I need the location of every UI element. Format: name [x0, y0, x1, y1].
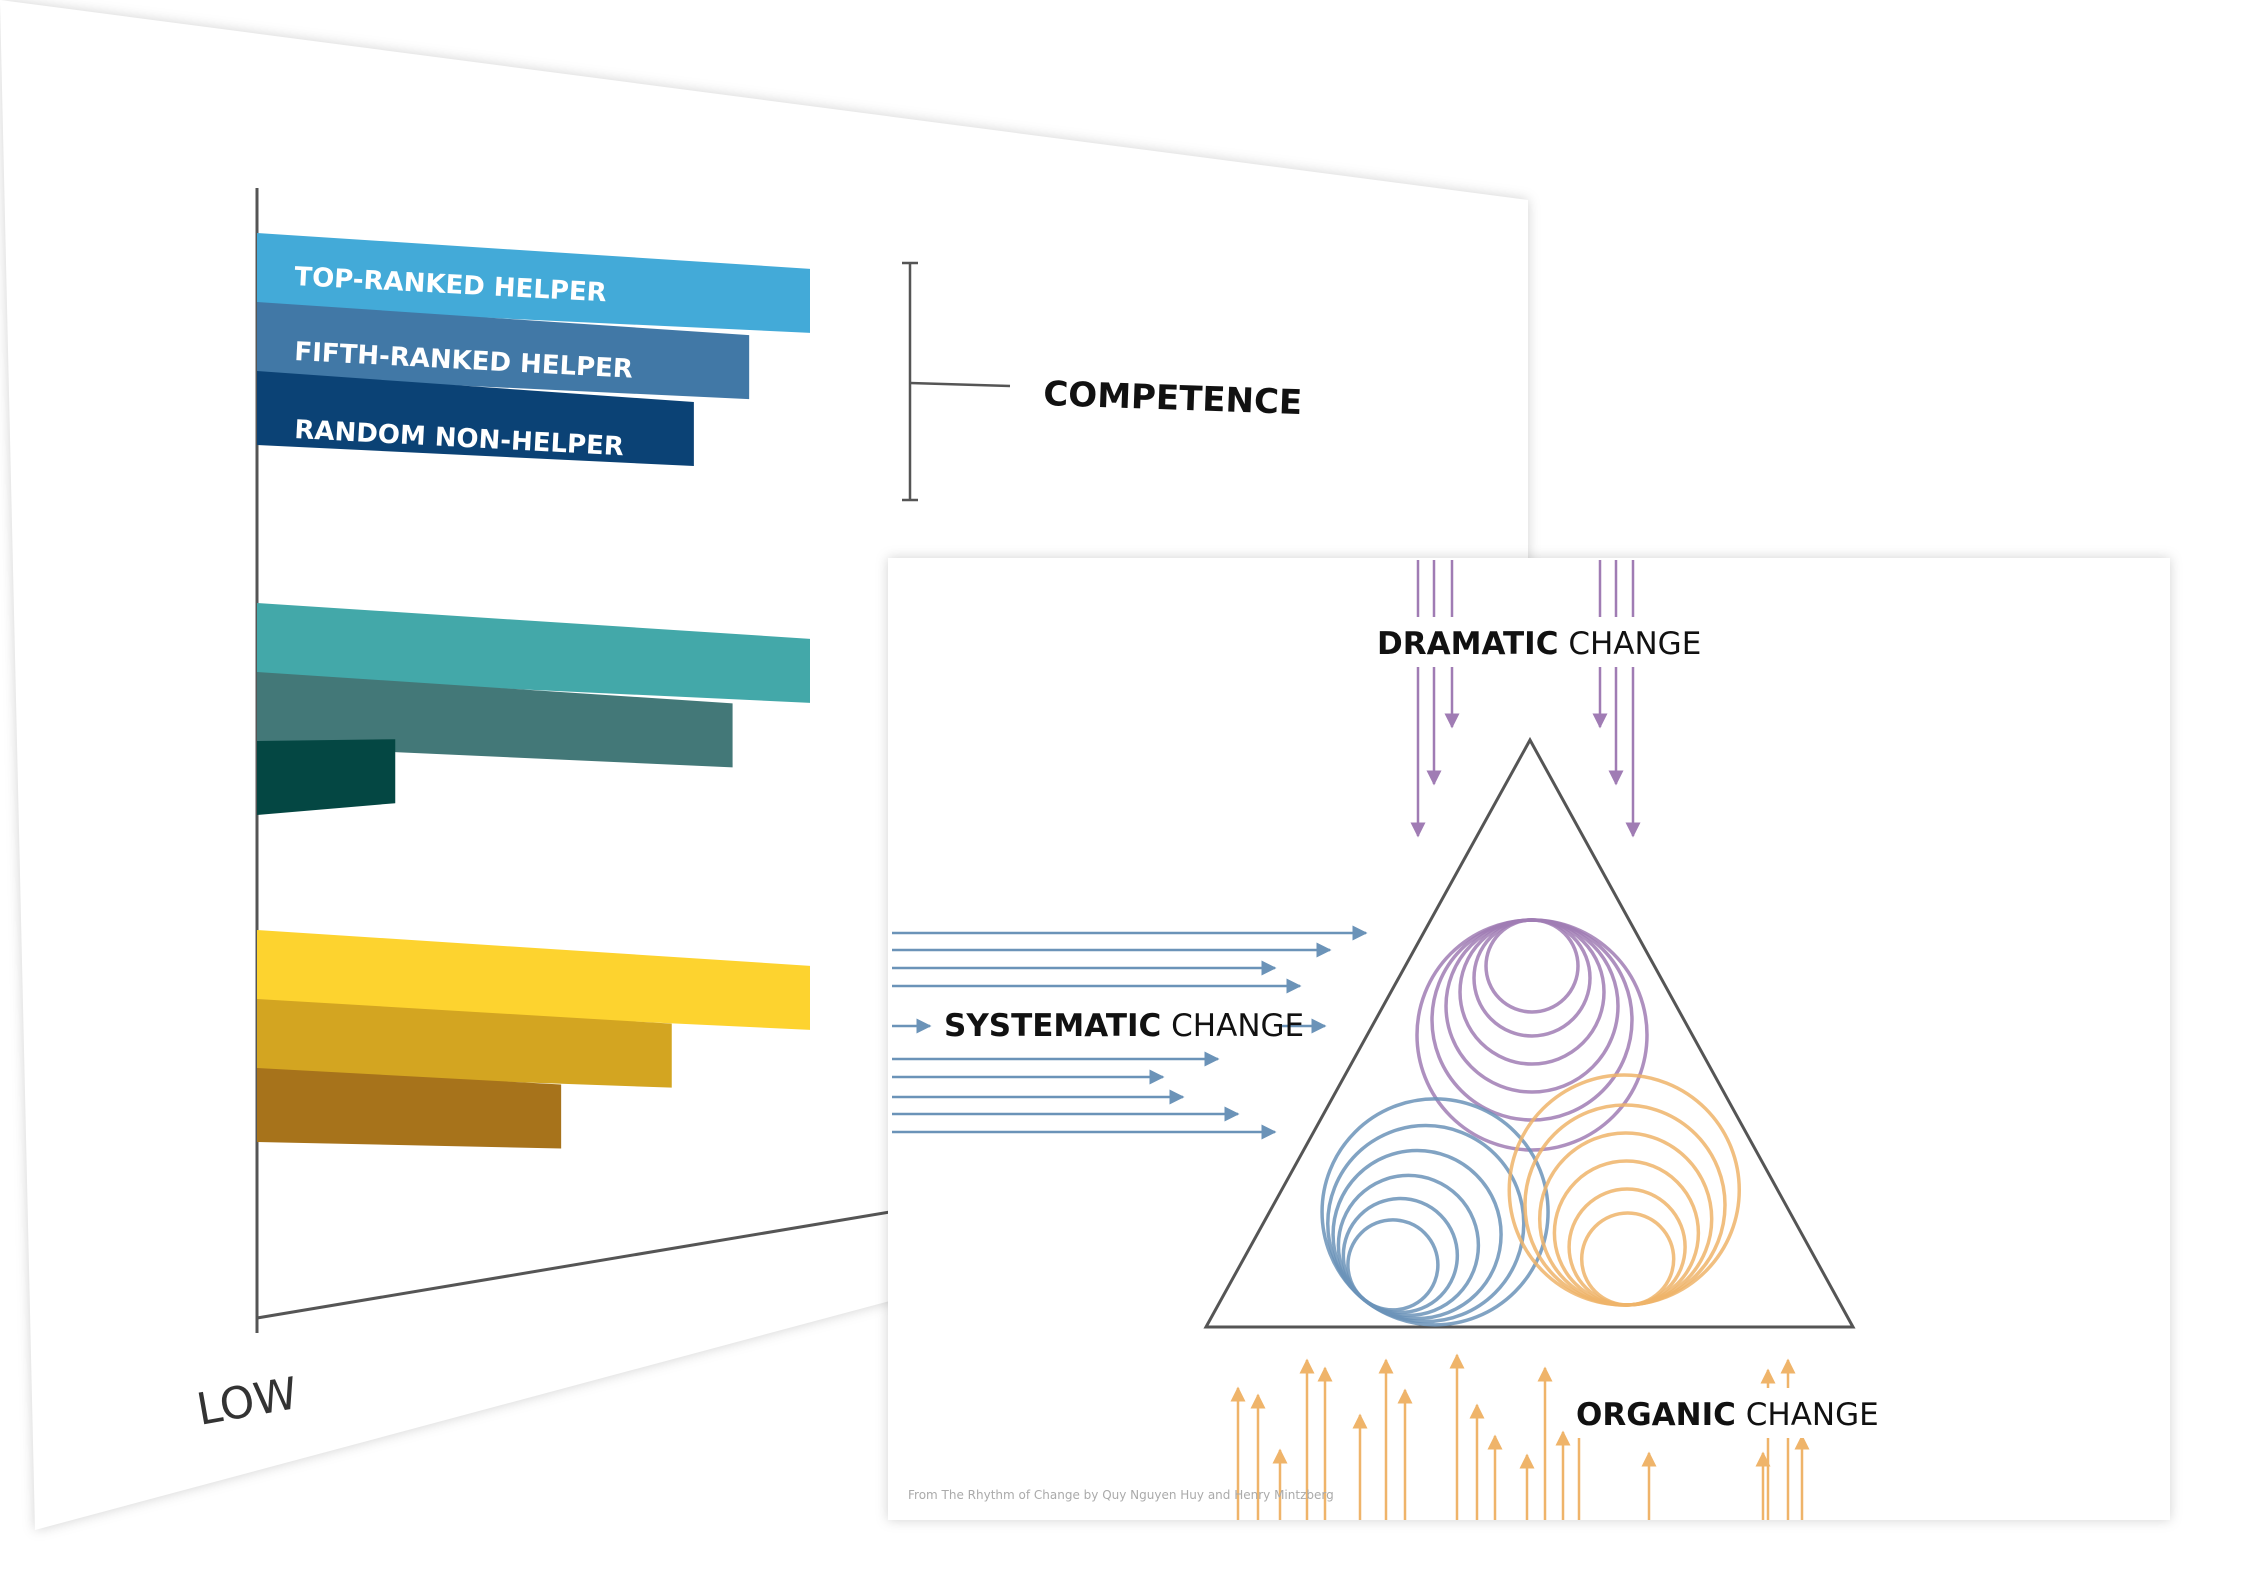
systematic-circle-group [1320, 1097, 1550, 1327]
bar-groups [257, 233, 810, 1149]
bracket-label-competence: COMPETENCE [1043, 374, 1303, 423]
bar-g1-s2 [257, 302, 750, 400]
dramatic-ring-6 [1484, 918, 1580, 1014]
bar-g2-s3 [257, 739, 396, 815]
bar-g2-s1 [257, 603, 810, 703]
systematic-ring-2 [1326, 1123, 1526, 1324]
label-dramatic-bold: DRAMATIC [1377, 626, 1558, 662]
systematic-arrows [892, 925, 1368, 1140]
source-credit: From The Rhythm of Change by Quy Nguyen … [908, 1488, 1334, 1502]
systematic-ring-3 [1331, 1148, 1503, 1321]
x-axis-line [256, 1210, 891, 1320]
organic-ring-6 [1579, 1211, 1676, 1307]
label-systematic-change: SYSTEMATIC CHANGE [944, 1008, 1304, 1044]
label-organic-change: ORGANIC CHANGE [1576, 1397, 1879, 1433]
systematic-ring-5 [1341, 1196, 1460, 1315]
bar-g1-s1 [257, 233, 810, 333]
bar-g3-s1 [257, 930, 810, 1030]
dramatic-arrows [1410, 560, 1641, 838]
systematic-ring-1 [1320, 1097, 1550, 1327]
organic-circle-group [1507, 1073, 1741, 1307]
bar-g3-s3 [257, 1068, 562, 1149]
systematic-ring-6 [1346, 1218, 1440, 1312]
label-organic-bold: ORGANIC [1576, 1397, 1736, 1433]
label-systematic-rest: CHANGE [1161, 1008, 1304, 1044]
label-dramatic-rest: CHANGE [1558, 626, 1701, 662]
dramatic-circle-group [1415, 918, 1649, 1152]
competence-bracket [902, 261, 1011, 502]
change-triangle [1203, 736, 1856, 1329]
bar-g1-s3 [257, 371, 694, 467]
systematic-ring-4 [1336, 1173, 1481, 1318]
label-systematic-bold: SYSTEMATIC [944, 1008, 1161, 1044]
bar-g3-s2 [257, 999, 672, 1088]
label-organic-rest: CHANGE [1736, 1397, 1879, 1433]
label-dramatic-change: DRAMATIC CHANGE [1377, 626, 1701, 662]
organic-arrows [1230, 1353, 1810, 1520]
